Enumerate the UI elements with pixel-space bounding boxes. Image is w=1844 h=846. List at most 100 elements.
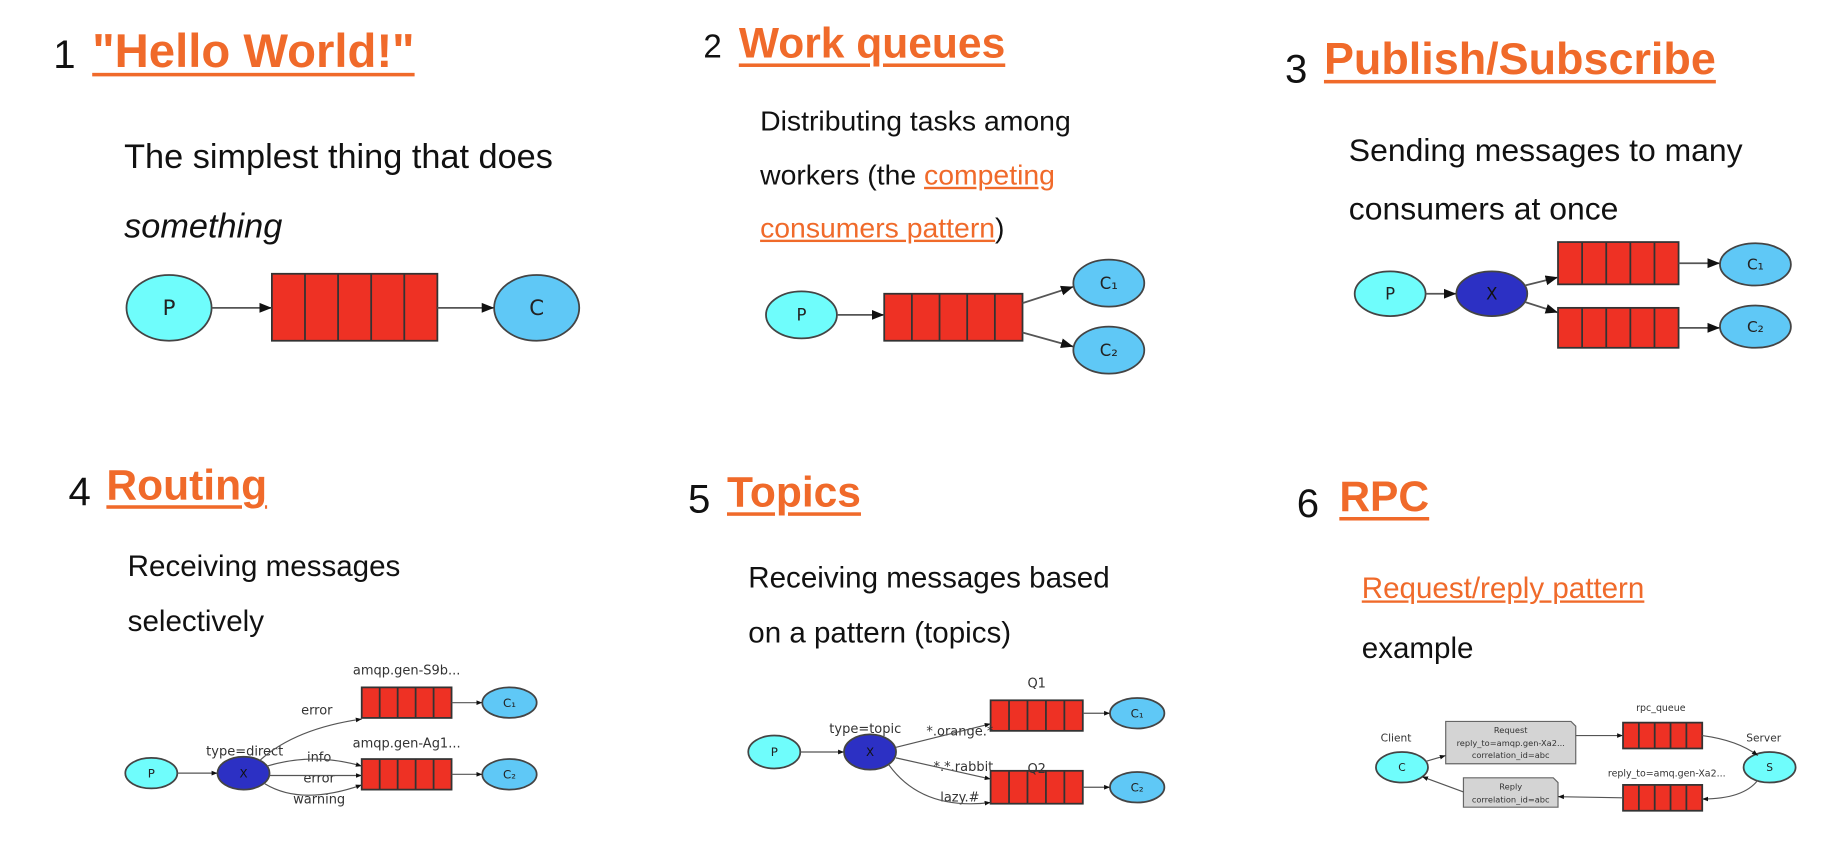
tutorial-link-publish-subscribe[interactable]: Publish/Subscribe: [1323, 35, 1716, 85]
request-message-box: [1445, 720, 1577, 765]
tutorial-description: selectively: [127, 605, 264, 639]
exchange-node: [843, 733, 897, 771]
arrow: [1702, 734, 1759, 756]
consumer-node-2-label: C₂: [1747, 318, 1764, 336]
exchange-node-label: X: [866, 745, 874, 759]
arrow: [1524, 275, 1559, 287]
producer-node-label: P: [771, 745, 778, 759]
server-node-label: S: [1766, 762, 1773, 774]
server-node: [1742, 751, 1797, 784]
queue-1-label: amqp.gen-S9b...: [353, 663, 461, 678]
tutorial-number: 1: [53, 32, 76, 78]
queue-2-label: amqp.gen-Ag1...: [353, 736, 461, 751]
request-label: Request: [1494, 725, 1528, 735]
tutorial-link-routing[interactable]: Routing: [106, 460, 268, 509]
desc-text: workers (the: [760, 159, 925, 192]
reply-label: Reply: [1499, 782, 1522, 792]
server-label: Server: [1746, 732, 1781, 744]
rpc-queue: [1622, 721, 1704, 750]
binding-label: error: [303, 772, 335, 787]
arrow: [1022, 285, 1074, 304]
queue-1: [989, 699, 1084, 732]
queue-1: [360, 686, 453, 719]
consumer-node-1: [1719, 242, 1792, 287]
tutorial-link-topics[interactable]: Topics: [726, 467, 861, 516]
binding-label: lazy.#: [940, 790, 979, 805]
tutorial-description: Distributing tasks among: [760, 105, 1071, 138]
binding-label: warning: [293, 793, 345, 808]
consumer-node-2: [1072, 325, 1146, 375]
reply-queue-label: reply_to=amq.gen-Xa2...: [1608, 769, 1726, 780]
queue: [883, 292, 1024, 342]
queue: [270, 272, 439, 342]
producer-node-label: P: [1385, 285, 1395, 304]
binding-label: *.*.rabbit: [934, 760, 994, 775]
exchange-node-label: X: [239, 766, 247, 780]
arrow: [895, 757, 991, 781]
tutorial-link-work-queues[interactable]: Work queues: [738, 18, 1006, 67]
binding-label: error: [301, 703, 333, 718]
tutorial-description: Sending messages to many: [1348, 132, 1743, 169]
request-label: reply_to=amqp.gen-Xa2...: [1457, 738, 1565, 748]
queue-2: [360, 758, 453, 791]
tutorial-description: consumers at once: [1348, 191, 1619, 227]
queue-2: [1557, 306, 1680, 349]
producer-node-label: P: [796, 306, 806, 325]
exchange-type-label: type=topic: [829, 722, 901, 737]
consumer-node-1-label: C₁: [1747, 256, 1764, 274]
exchange-type-label: type=direct: [206, 745, 283, 760]
client-label: Client: [1381, 732, 1412, 744]
arrow: [266, 758, 362, 767]
queue-2-label: Q2: [1027, 762, 1045, 777]
rpc-queue-label: rpc_queue: [1636, 703, 1686, 714]
queue-1-label: Q1: [1027, 676, 1045, 691]
tutorial-number: 4: [68, 469, 91, 515]
arrow: [1702, 779, 1759, 802]
arrow: [1022, 331, 1074, 349]
arrow: [895, 722, 991, 748]
tutorial-number: 3: [1284, 47, 1308, 92]
consumer-node-1: [1072, 258, 1146, 308]
tutorial-link-rpc[interactable]: RPC: [1339, 472, 1430, 521]
tutorial-number: 5: [687, 477, 711, 522]
consumer-node-label: C: [529, 296, 544, 321]
competing-consumers-link[interactable]: consumers pattern: [760, 212, 996, 245]
reply-label: correlation_id=abc: [1472, 795, 1550, 805]
tutorial-description: workers (the competing: [760, 160, 1055, 193]
producer-node-label: P: [163, 296, 176, 321]
consumer-node-1-label: C₁: [503, 696, 516, 710]
consumer-node-1-label: C₁: [1100, 274, 1118, 293]
request-reply-pattern-link[interactable]: Request/reply pattern: [1361, 572, 1645, 606]
arrow: [259, 717, 362, 761]
tutorial-number: 2: [703, 28, 722, 65]
consumer-node-2-label: C₂: [1131, 780, 1144, 794]
tutorial-link-hello-world[interactable]: "Hello World!": [92, 25, 415, 78]
tutorial-number: 6: [1296, 481, 1320, 527]
tutorial-description: example: [1361, 632, 1474, 666]
arrow: [264, 783, 362, 796]
tutorial-description: on a pattern (topics): [748, 616, 1012, 650]
tutorial-description: consumers pattern): [760, 213, 1004, 246]
consumer-node-2: [1719, 304, 1792, 349]
consumer-node-1-label: C₁: [1131, 706, 1144, 720]
tutorial-description: Receiving messages based: [748, 561, 1110, 595]
exchange-node-label: X: [1486, 285, 1497, 304]
consumer-node-2-label: C₂: [503, 767, 516, 781]
request-label: correlation_id=abc: [1472, 750, 1550, 760]
queue-1: [1557, 241, 1680, 286]
arrow: [1425, 754, 1446, 762]
arrow: [888, 764, 991, 806]
reply-queue: [1622, 784, 1704, 812]
binding-label: info: [307, 750, 331, 765]
arrow: [1524, 301, 1559, 314]
arrow: [1421, 776, 1464, 793]
arrow: [1557, 794, 1624, 800]
consumer-node-2-label: C₂: [1100, 341, 1118, 360]
desc-text: ): [995, 212, 1005, 245]
tutorial-description: something: [124, 207, 283, 246]
producer-node-label: P: [148, 766, 155, 780]
client-node-label: C: [1398, 762, 1405, 774]
competing-consumers-link[interactable]: competing: [924, 159, 1055, 192]
tutorial-description: Receiving messages: [127, 549, 401, 583]
